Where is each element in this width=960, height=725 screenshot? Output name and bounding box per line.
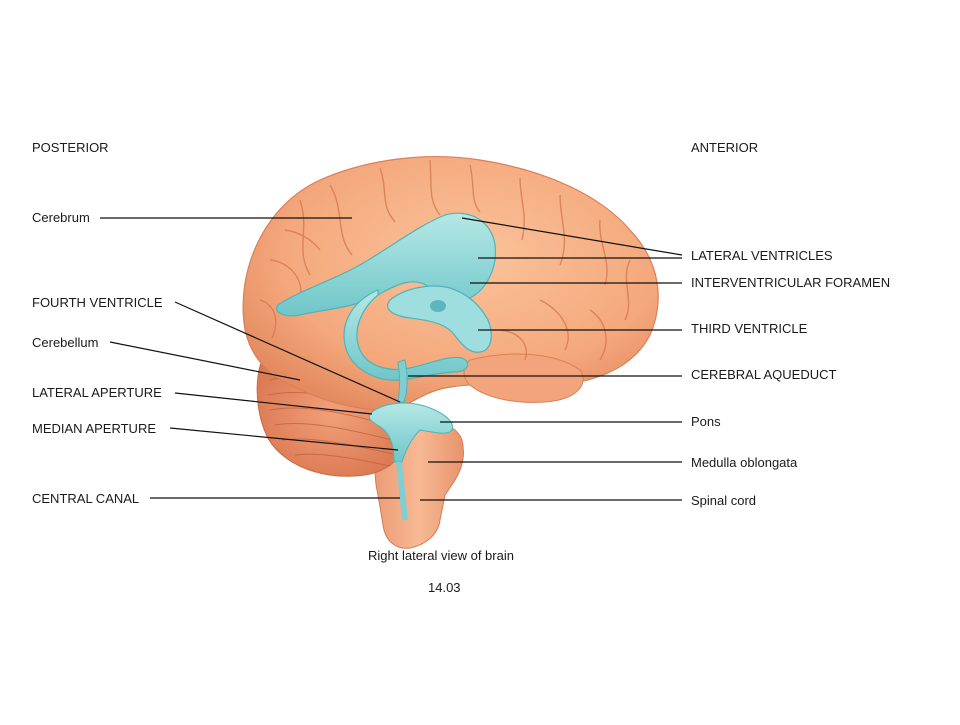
label-cerebellum: Cerebellum <box>32 335 99 350</box>
leader-median-aperture <box>169 427 399 451</box>
label-pons: Pons <box>691 414 721 429</box>
leader-lateral-aperture <box>174 392 373 415</box>
central-canal-shape <box>396 462 408 520</box>
label-lateral-ventricles: LATERAL VENTRICLES <box>691 248 833 263</box>
label-interventricular-foramen: INTERVENTRICULAR FORAMEN <box>691 275 891 290</box>
posterior-label: POSTERIOR <box>32 140 109 155</box>
aqueduct-shape <box>397 359 408 403</box>
label-cerebrum: Cerebrum <box>32 210 90 225</box>
ventricular-system <box>276 212 497 520</box>
label-median-aperture: MEDIAN APERTURE <box>32 421 157 436</box>
fourth-ventricle-shape <box>368 402 454 463</box>
label-central-canal: CENTRAL CANAL <box>32 491 140 506</box>
label-cerebral-aqueduct: CEREBRAL AQUEDUCT <box>691 367 837 382</box>
interthalamic-adhesion <box>430 300 446 312</box>
caption-view: Right lateral view of brain <box>368 548 514 563</box>
label-medulla-oblongata: Medulla oblongata <box>691 455 798 470</box>
caption-figure-number: 14.03 <box>428 580 461 595</box>
label-lateral-aperture: LATERAL APERTURE <box>32 385 162 400</box>
leader-lines <box>100 217 683 501</box>
temporal-lobe-shape <box>463 353 584 403</box>
inferior-horn-shape <box>343 289 469 381</box>
label-spinal-cord: Spinal cord <box>691 493 757 508</box>
anterior-label: ANTERIOR <box>691 140 759 155</box>
third-ventricle-shape <box>387 285 492 353</box>
label-fourth-ventricle: FOURTH VENTRICLE <box>32 295 163 310</box>
label-third-ventricle: THIRD VENTRICLE <box>691 321 808 336</box>
leader-fourth-ventricle <box>174 301 401 403</box>
leader-lateral-ventricles-a <box>461 217 683 256</box>
leader-cerebellum <box>109 341 301 381</box>
